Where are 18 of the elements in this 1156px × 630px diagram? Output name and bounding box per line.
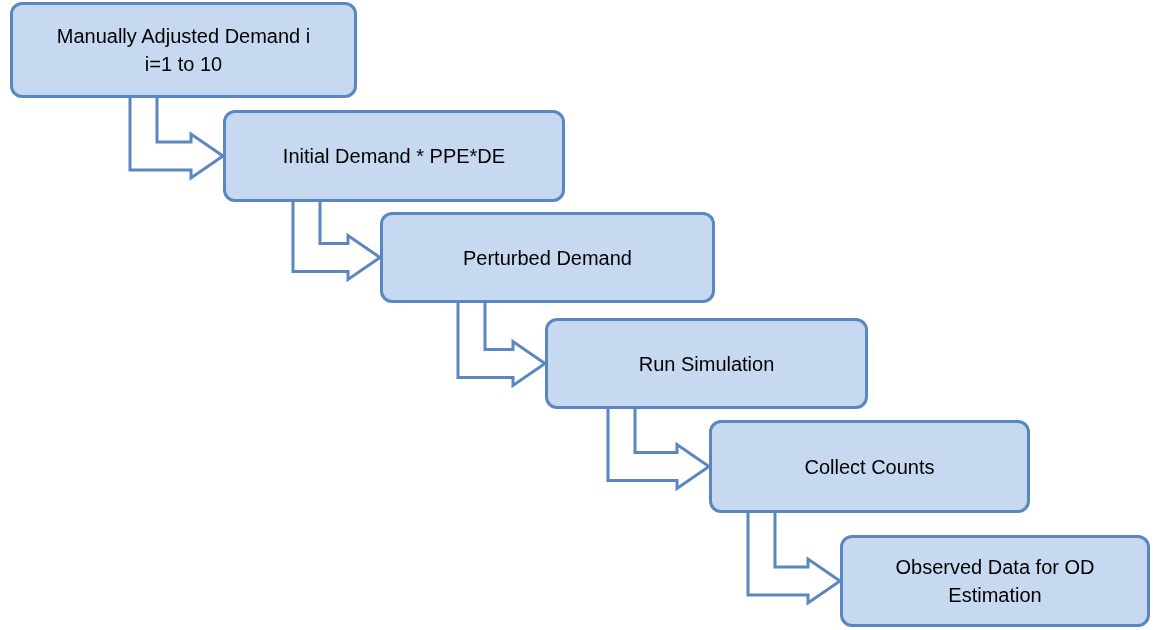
- hollow-bent-arrow: [606, 407, 712, 492]
- hollow-bent-arrow: [746, 511, 843, 606]
- hollow-bent-arrow: [291, 200, 383, 283]
- box-text: Perturbed Demand: [463, 245, 632, 271]
- box-text: Manually Adjusted Demand i: [56, 24, 311, 49]
- process-box: [840, 535, 1150, 627]
- process-box: [709, 420, 1030, 513]
- box-text: Observed Data for OD Estimation: [894, 555, 1096, 608]
- box-text: Run Simulation: [638, 351, 775, 377]
- box-text: Initial Demand * PPE*DE: [282, 144, 506, 169]
- process-box: [10, 2, 357, 98]
- box-text: i=1 to 10: [144, 52, 223, 77]
- process-box: [545, 318, 868, 409]
- process-box: [223, 110, 565, 202]
- hollow-bent-arrow: [128, 96, 226, 181]
- process-box: [380, 212, 715, 303]
- box-text: Collect Counts: [804, 454, 935, 480]
- hollow-bent-arrow: [456, 301, 548, 389]
